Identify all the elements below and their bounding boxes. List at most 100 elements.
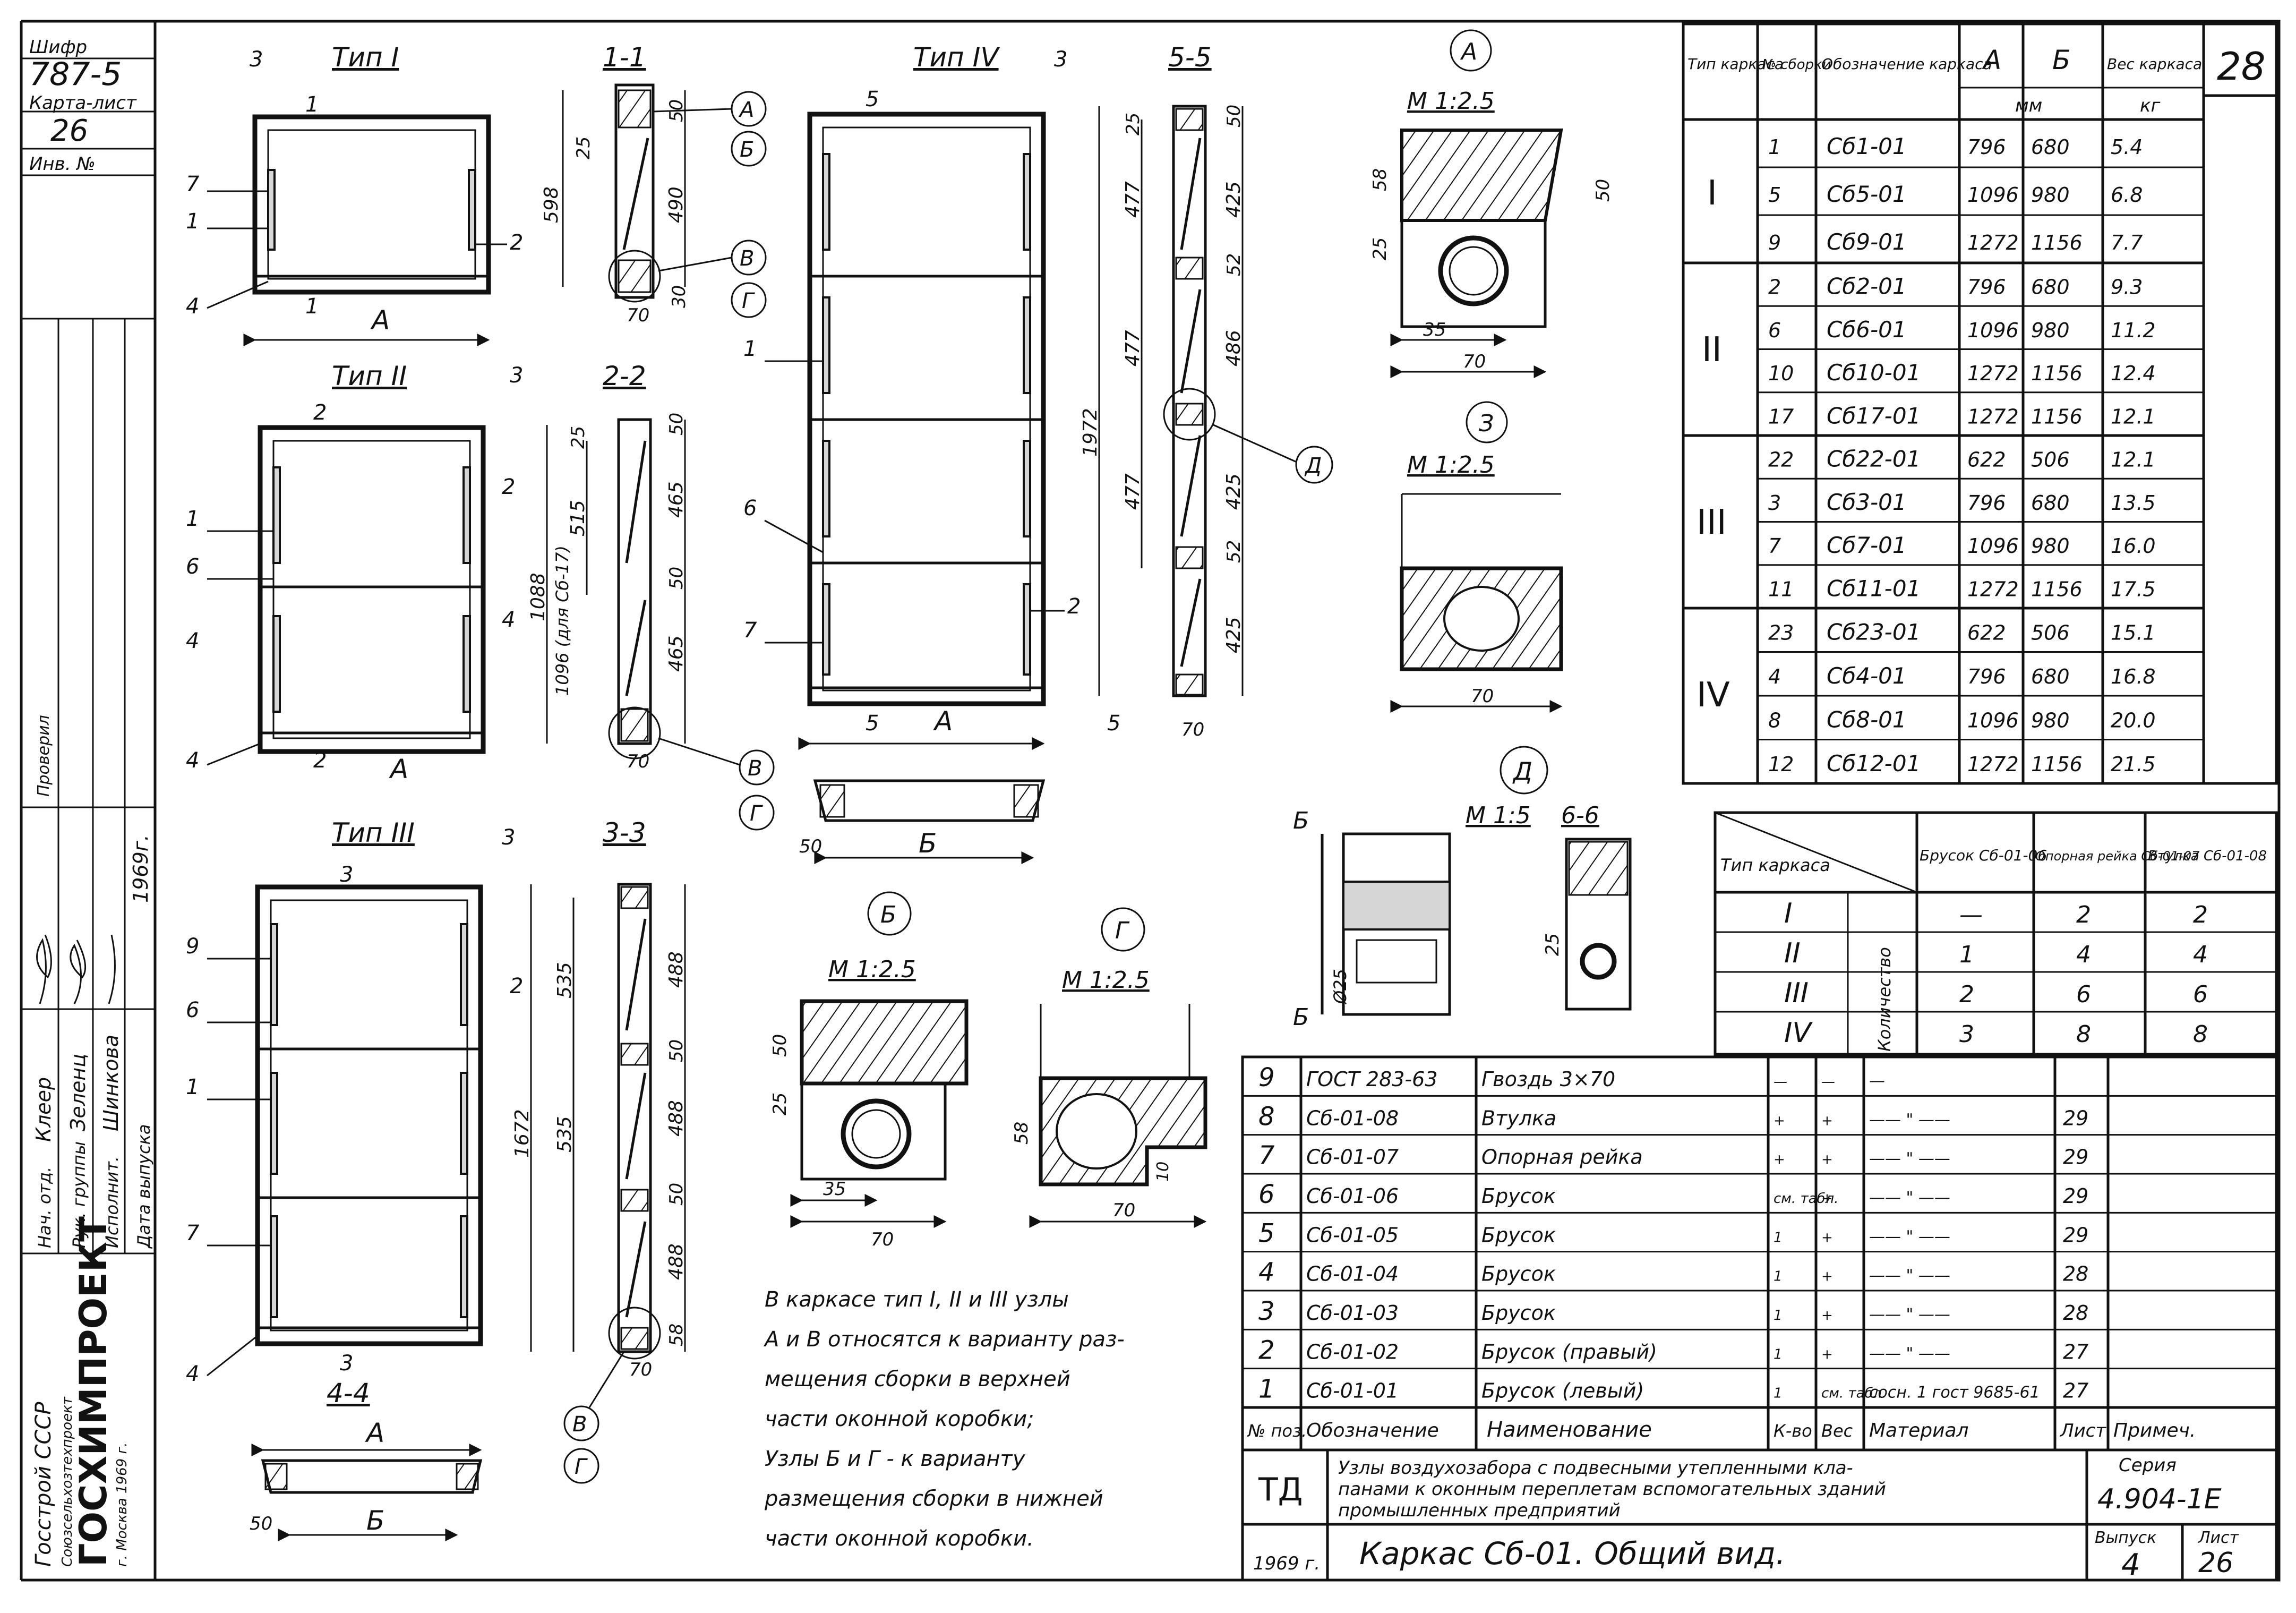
title-block: ТД Узлы воздухозабора с подвесными утепл… xyxy=(1241,1448,2278,1582)
spec-table-cell: см. табл. xyxy=(1821,1386,1886,1402)
note-line-3: мещения сборки в верхней xyxy=(765,1367,1070,1392)
frame-table-cell: 680 xyxy=(2031,135,2070,159)
spec-table-cell: 3 xyxy=(1258,1296,1275,1326)
spec-table-cell: —— " —— xyxy=(1869,1344,1950,1363)
frame-table-cell: 4 xyxy=(1768,665,1781,688)
spec-header-note: Примеч. xyxy=(2113,1420,2196,1441)
frame-type-3-view: Тип III 3 3 9 6 1 7 4 2 3 xyxy=(186,817,523,1386)
frame-table-cell: 680 xyxy=(2031,491,2070,515)
left-stamp: Шифр 787-5 Карта-лист 26 Инв. № Проверил… xyxy=(20,21,155,1580)
frame-table-cell: 12.1 xyxy=(2111,405,2156,428)
section-2-2-title: 2-2 xyxy=(603,361,646,391)
stamp-role-4: Дата выпуска xyxy=(134,1124,154,1249)
org-line-2: Союзсельхозтехпроект xyxy=(59,1396,75,1567)
detail-A-dim-25: 25 xyxy=(1369,237,1391,260)
stamp-name-2: Зеленц xyxy=(66,1054,90,1131)
frame-table-cell: 1156 xyxy=(2031,753,2083,776)
detail-A-scale: М 1:2.5 xyxy=(1407,88,1495,115)
spec-table-cell: Сб-01-05 xyxy=(1306,1223,1399,1247)
type-2-ref-1: 1 xyxy=(186,507,199,531)
s33-dim-488c: 488 xyxy=(665,1243,687,1280)
signature-2 xyxy=(70,940,87,1004)
s44-dim-B: Б xyxy=(366,1505,384,1536)
spec-table-cell: 6 xyxy=(1258,1180,1275,1209)
frame-table-cell: 796 xyxy=(1967,491,2006,515)
frame-table-cell: 680 xyxy=(2031,665,2070,688)
detail-A-dim-70: 70 xyxy=(1463,351,1486,372)
spec-header-name: Наименование xyxy=(1487,1418,1652,1442)
issue-label: Выпуск xyxy=(2095,1529,2156,1547)
qty-table-cell: 2 xyxy=(1959,981,1974,1008)
spec-table-cell: 1 xyxy=(1774,1308,1783,1324)
section-5-5: 5-5 1972 477 477 477 425 486 425 425 25 … xyxy=(1080,42,1245,740)
spec-table-cell: 29 xyxy=(2063,1106,2088,1130)
detail-A: А М 1:2.5 58 50 25 35 70 xyxy=(1369,29,1614,378)
type-2-ref-4-left: 4 xyxy=(186,629,199,653)
s33-dim-50a: 50 xyxy=(666,1039,687,1062)
s44-dim-A: А xyxy=(365,1418,384,1448)
frame-table-cell: Сб6-01 xyxy=(1827,317,1907,343)
sheet-title: Каркас Сб-01. Общий вид. xyxy=(1359,1535,1786,1572)
spec-table-cell: см. табл. xyxy=(1774,1191,1838,1207)
stamp-karta-value: 26 xyxy=(50,114,88,148)
title-desc-1: Узлы воздухозабора с подвесными утепленн… xyxy=(1338,1457,1853,1479)
frame-table-cell: Сб11-01 xyxy=(1827,575,1921,601)
s55-dim-52a: 52 xyxy=(1223,253,1245,276)
section-3-3: 3-3 1672 535 535 488 488 488 50 50 58 70 xyxy=(511,817,687,1380)
spec-header-material: Материал xyxy=(1869,1420,1969,1441)
frame-table-cell: 796 xyxy=(1967,665,2006,688)
frame-table-cell: Сб2-01 xyxy=(1827,274,1907,300)
section-4-4-title: 4-4 xyxy=(327,1378,370,1409)
note-line-7: части оконной коробки. xyxy=(765,1526,1034,1551)
spec-table-cell: 29 xyxy=(2063,1223,2088,1247)
frame-table-header-code: Обозначение каркаса xyxy=(1821,55,1992,73)
signature-1 xyxy=(36,934,52,1004)
signature-3 xyxy=(108,934,116,1004)
s55-dim-486: 486 xyxy=(1223,330,1245,366)
spec-table-cell: Втулка xyxy=(1481,1106,1556,1130)
frame-table-cell: 3 xyxy=(1768,491,1781,515)
qty-table-cell: IV xyxy=(1784,1017,1813,1049)
type-2-ref-2-bottom: 2 xyxy=(313,748,327,773)
qty-table-cell: II xyxy=(1784,937,1801,969)
frame-table-cell: Сб9-01 xyxy=(1827,229,1907,255)
frame-table-header-weight: Вес каркаса xyxy=(2107,55,2202,73)
type-4-ref-5-bottom: 5 xyxy=(866,711,879,736)
frame-table-cell: 980 xyxy=(2031,319,2070,342)
frame-table-cell: 12.4 xyxy=(2111,362,2156,385)
type-4-ref-7: 7 xyxy=(743,618,757,643)
spec-table-cell: + xyxy=(1821,1113,1833,1129)
frame-table-cell: 5.4 xyxy=(2111,135,2143,159)
spec-table-cell: — xyxy=(1821,1074,1835,1090)
spec-table-cell: Сб-01-08 xyxy=(1306,1106,1399,1130)
section-6-6-title: 6-6 xyxy=(1561,802,1599,829)
spec-table-cell: — xyxy=(1774,1074,1787,1090)
frame-table-cell: 506 xyxy=(2031,448,2070,472)
spec-table-cell: —— " —— xyxy=(1869,1267,1950,1285)
qty-table-cell: 4 xyxy=(2076,941,2091,968)
frame-table-cell: 1096 xyxy=(1967,319,2019,342)
stamp-shifr-value: 787-5 xyxy=(29,56,122,93)
type-4-title: Тип IV xyxy=(913,42,1000,73)
spec-header-pos: № поз. xyxy=(1247,1421,1307,1441)
org-city: г. Москва 1969 г. xyxy=(114,1443,130,1567)
s22-dim-50b: 50 xyxy=(666,567,687,590)
qty-table-cell: 8 xyxy=(2076,1021,2091,1048)
type-2-ref-2-right: 2 xyxy=(502,475,515,499)
qty-table-cell: 3 xyxy=(1959,1021,1974,1048)
frame-table-cell: 980 xyxy=(2031,709,2070,732)
spec-header-code: Обозначение xyxy=(1306,1420,1439,1441)
s22-dim-465b: 465 xyxy=(665,635,687,672)
callout-B-1: Б xyxy=(740,138,754,162)
frame-table-cell: Сб5-01 xyxy=(1827,181,1907,207)
frame-table-cell: 796 xyxy=(1967,135,2006,159)
type-3-ref-7: 7 xyxy=(186,1221,200,1245)
detail-D-scale: М 1:5 xyxy=(1466,802,1531,829)
frame-table-cell: 16.8 xyxy=(2111,665,2156,688)
qty-table-cell: 2 xyxy=(2193,901,2208,928)
stamp-inv-label: Инв. № xyxy=(29,153,96,175)
frame-table-header-type: Тип каркаса xyxy=(1687,55,1784,73)
title-year: 1969 г. xyxy=(1253,1553,1320,1574)
frame-table: 28 Тип каркаса № сборки Обозначение карк… xyxy=(1682,22,2278,785)
